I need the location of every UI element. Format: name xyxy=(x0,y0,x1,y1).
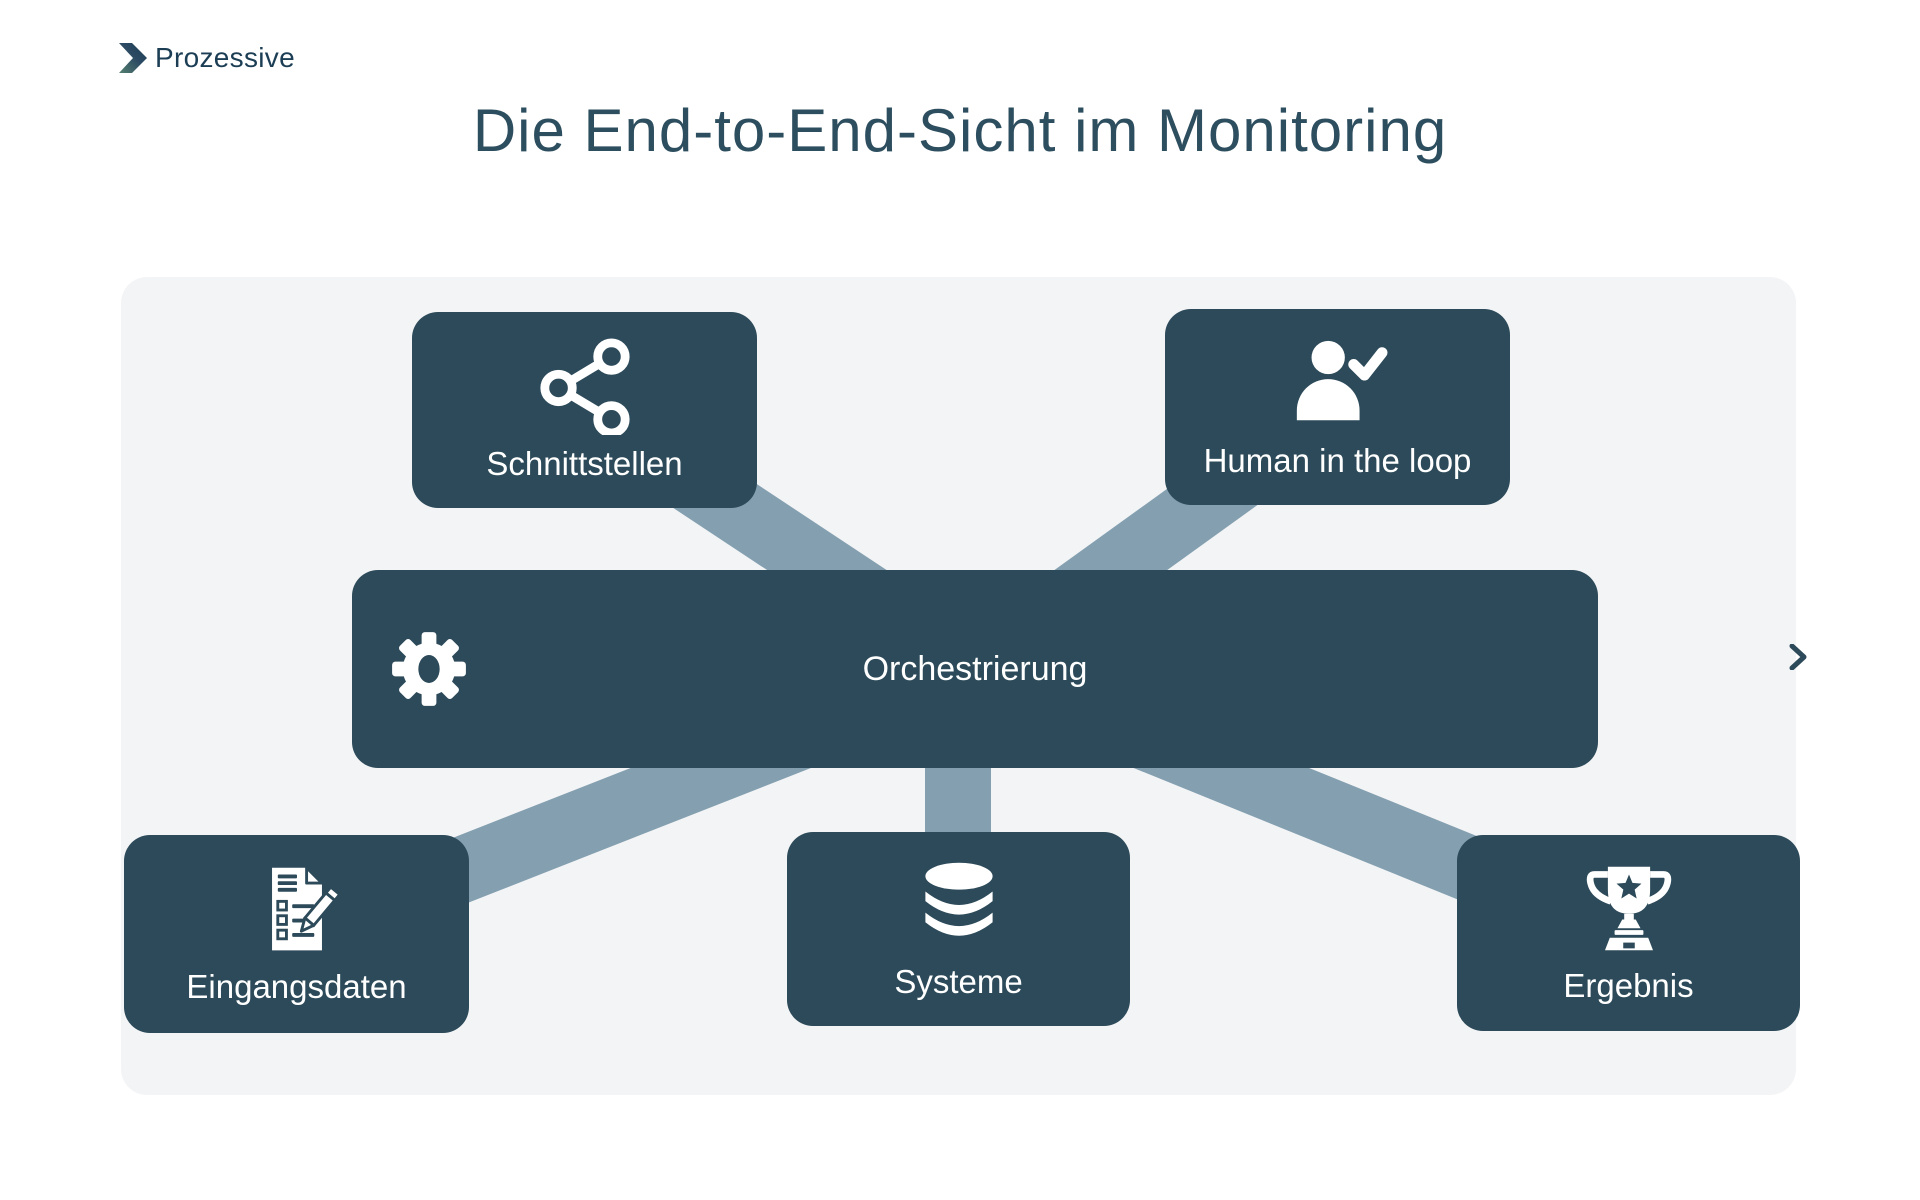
node-orchestrierung: Orchestrierung xyxy=(352,570,1598,768)
logo-text: Prozessive xyxy=(155,42,295,73)
logo: Prozessive xyxy=(118,42,295,74)
node-systeme: Systeme xyxy=(787,832,1130,1026)
carousel-next-icon[interactable] xyxy=(1789,643,1807,671)
document-pencil-icon xyxy=(249,862,345,958)
node-human-in-the-loop: Human in the loop xyxy=(1165,309,1510,505)
share-icon xyxy=(536,337,634,438)
node-label: Orchestrierung xyxy=(862,649,1088,688)
node-eingangsdaten: Eingangsdaten xyxy=(124,835,469,1033)
chevron-logo-icon xyxy=(118,42,148,74)
trophy-icon xyxy=(1581,861,1677,957)
node-label: Eingangsdaten xyxy=(186,968,407,1005)
node-label: Systeme xyxy=(894,963,1023,1000)
page-title: Die End-to-End-Sicht im Monitoring xyxy=(472,97,1448,164)
user-check-icon xyxy=(1288,334,1388,432)
node-label: Schnittstellen xyxy=(486,445,683,482)
node-schnittstellen: Schnittstellen xyxy=(412,312,757,508)
node-label: Ergebnis xyxy=(1563,967,1694,1004)
node-label: Human in the loop xyxy=(1203,442,1472,479)
database-icon xyxy=(911,857,1007,953)
node-ergebnis: Ergebnis xyxy=(1457,835,1800,1031)
